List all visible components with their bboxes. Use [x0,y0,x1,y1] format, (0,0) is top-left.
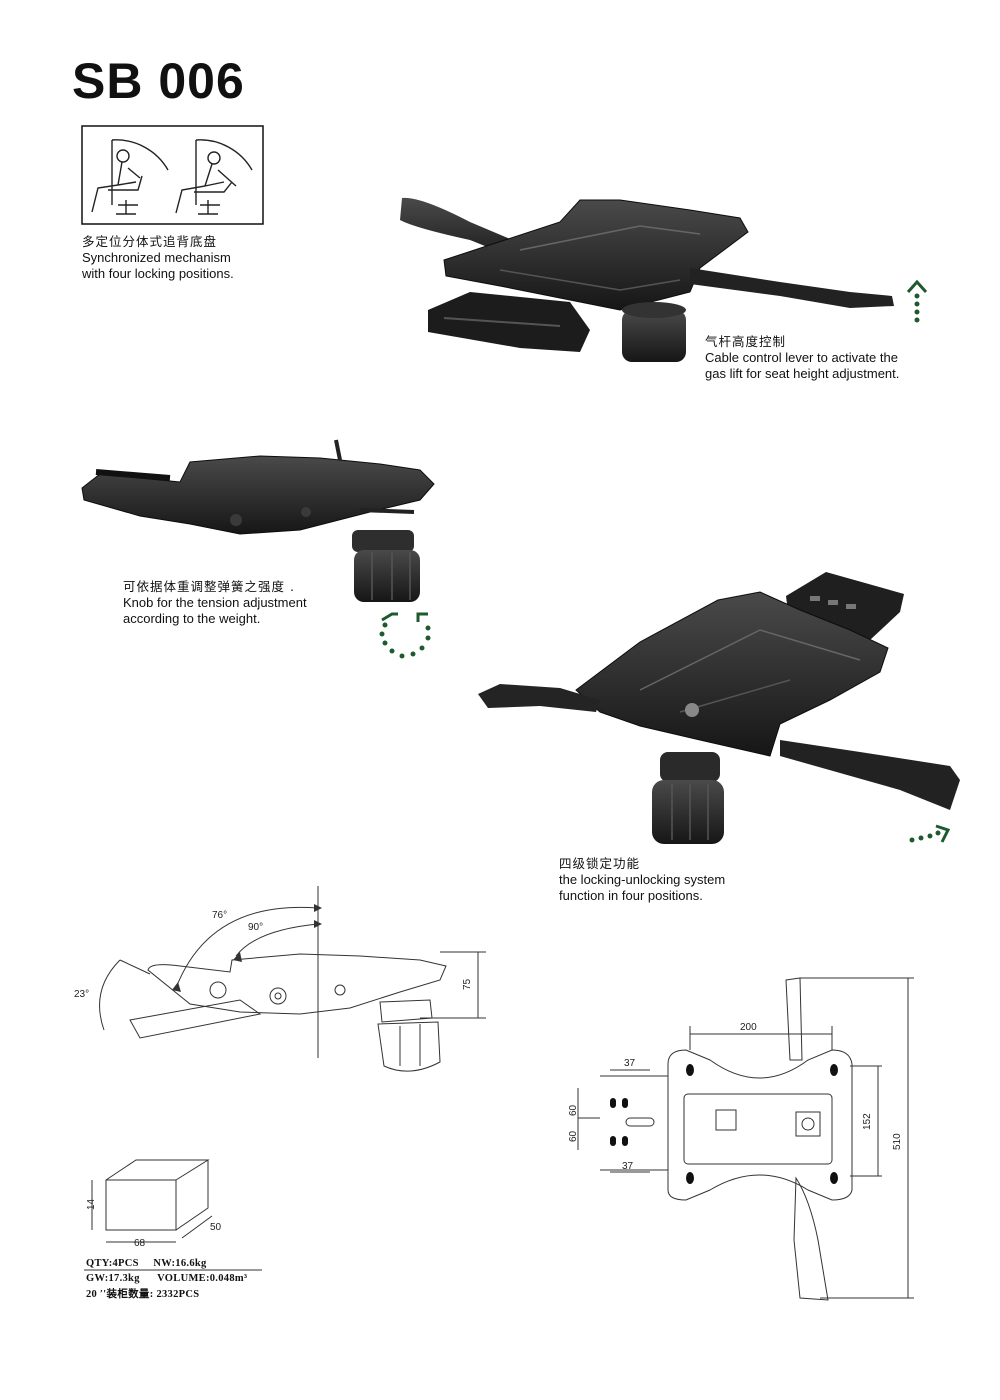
feature-caption-tension-knob: 可依据体重调整弹簧之强度 . Knob for the tension adju… [123,579,307,627]
carton-height-label: 14 [86,1198,97,1210]
gross-weight-value: GW:17.3kg [86,1273,140,1284]
angle-23-label: 23° [74,989,89,1000]
feature-caption-locking: 四级锁定功能 the locking-unlocking system func… [559,856,725,904]
feature-cn: 多定位分体式追背底盘 [82,234,218,249]
height-75-label: 75 [462,978,473,990]
angle-90-label: 90° [248,922,263,933]
carton-depth-label: 50 [210,1222,222,1233]
angle-76-label: 76° [212,910,227,921]
dim-510-label: 510 [892,1133,903,1150]
feature-en-line1: Knob for the tension adjustment [123,595,307,610]
feature-en-line2: with four locking positions. [82,266,234,281]
feature-en-line1: the locking-unlocking system [559,872,726,887]
feature-en-line2: gas lift for seat height adjustment. [705,366,900,381]
packing-row-1: QTY:4PCS NW:16.6kg [86,1258,247,1269]
qty-value: QTY:4PCS [86,1258,139,1269]
dim-60a-label: 60 [568,1104,579,1116]
packing-specs: QTY:4PCS NW:16.6kg GW:17.3kg VOLUME:0.04… [86,1258,247,1301]
net-weight-value: NW:16.6kg [153,1258,207,1269]
feature-en-line1: Synchronized mechanism [82,250,231,265]
page-title: SB 006 [72,53,245,109]
feature-caption-synchro: 多定位分体式追背底盘 Synchronized mechanism with f… [82,234,234,282]
dim-152-label: 152 [862,1113,873,1130]
dim-200-label: 200 [740,1022,757,1033]
carton-length-label: 68 [134,1238,146,1249]
container-capacity-value: 20 ′′装柜数量: 2332PCS [86,1289,200,1300]
feature-en-line2: according to the weight. [123,611,261,626]
dim-60b-label: 60 [568,1130,579,1142]
packing-row-2: GW:17.3kg VOLUME:0.048m³ [86,1273,247,1284]
dim-37-top-label: 37 [624,1058,636,1069]
feature-cn: 可依据体重调整弹簧之强度 . [123,579,295,594]
feature-en-line1: Cable control lever to activate the [705,350,898,365]
feature-caption-gas-lift: 气杆高度控制 Cable control lever to activate t… [705,334,899,382]
feature-cn: 气杆高度控制 [705,334,787,349]
dim-37-bottom-label: 37 [622,1161,634,1172]
feature-en-line2: function in four positions. [559,888,703,903]
volume-value: VOLUME:0.048m³ [157,1273,248,1284]
feature-cn: 四级锁定功能 [559,856,641,871]
